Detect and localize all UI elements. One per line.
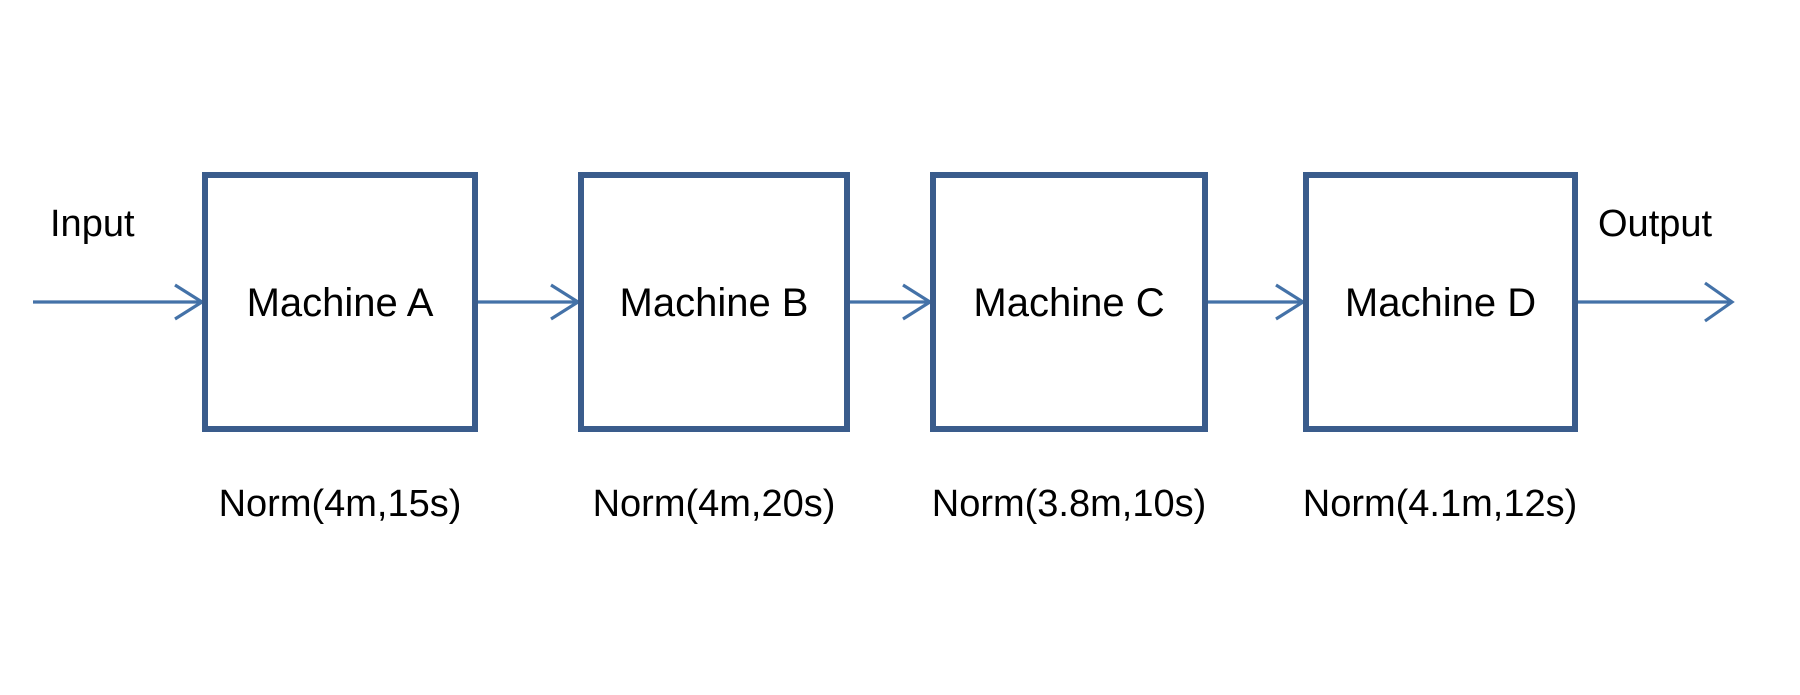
arrow-input-to-a: [33, 283, 206, 321]
output-label: Output: [1598, 203, 1713, 245]
node-machine-b[interactable]: Machine B: [578, 172, 850, 432]
arrow-c-to-d: [1208, 283, 1307, 321]
node-machine-c[interactable]: Machine C: [930, 172, 1208, 432]
arrow-a-to-b: [478, 283, 582, 321]
node-machine-a-label: Machine A: [246, 281, 434, 325]
node-machine-b-label: Machine B: [619, 281, 809, 325]
distribution-label-machine-a: Norm(4m,15s): [218, 483, 462, 525]
distribution-label-machine-d: Norm(4.1m,12s): [1302, 483, 1578, 525]
input-label: Input: [50, 203, 135, 245]
distribution-label-machine-c: Norm(3.8m,10s): [931, 483, 1207, 525]
arrow-d-to-output: [1578, 281, 1735, 323]
node-machine-d[interactable]: Machine D: [1303, 172, 1578, 432]
node-machine-c-label: Machine C: [973, 281, 1165, 325]
node-machine-d-label: Machine D: [1344, 281, 1537, 325]
distribution-label-machine-b: Norm(4m,20s): [592, 483, 836, 525]
node-machine-a[interactable]: Machine A: [202, 172, 478, 432]
arrow-b-to-c: [850, 283, 934, 321]
